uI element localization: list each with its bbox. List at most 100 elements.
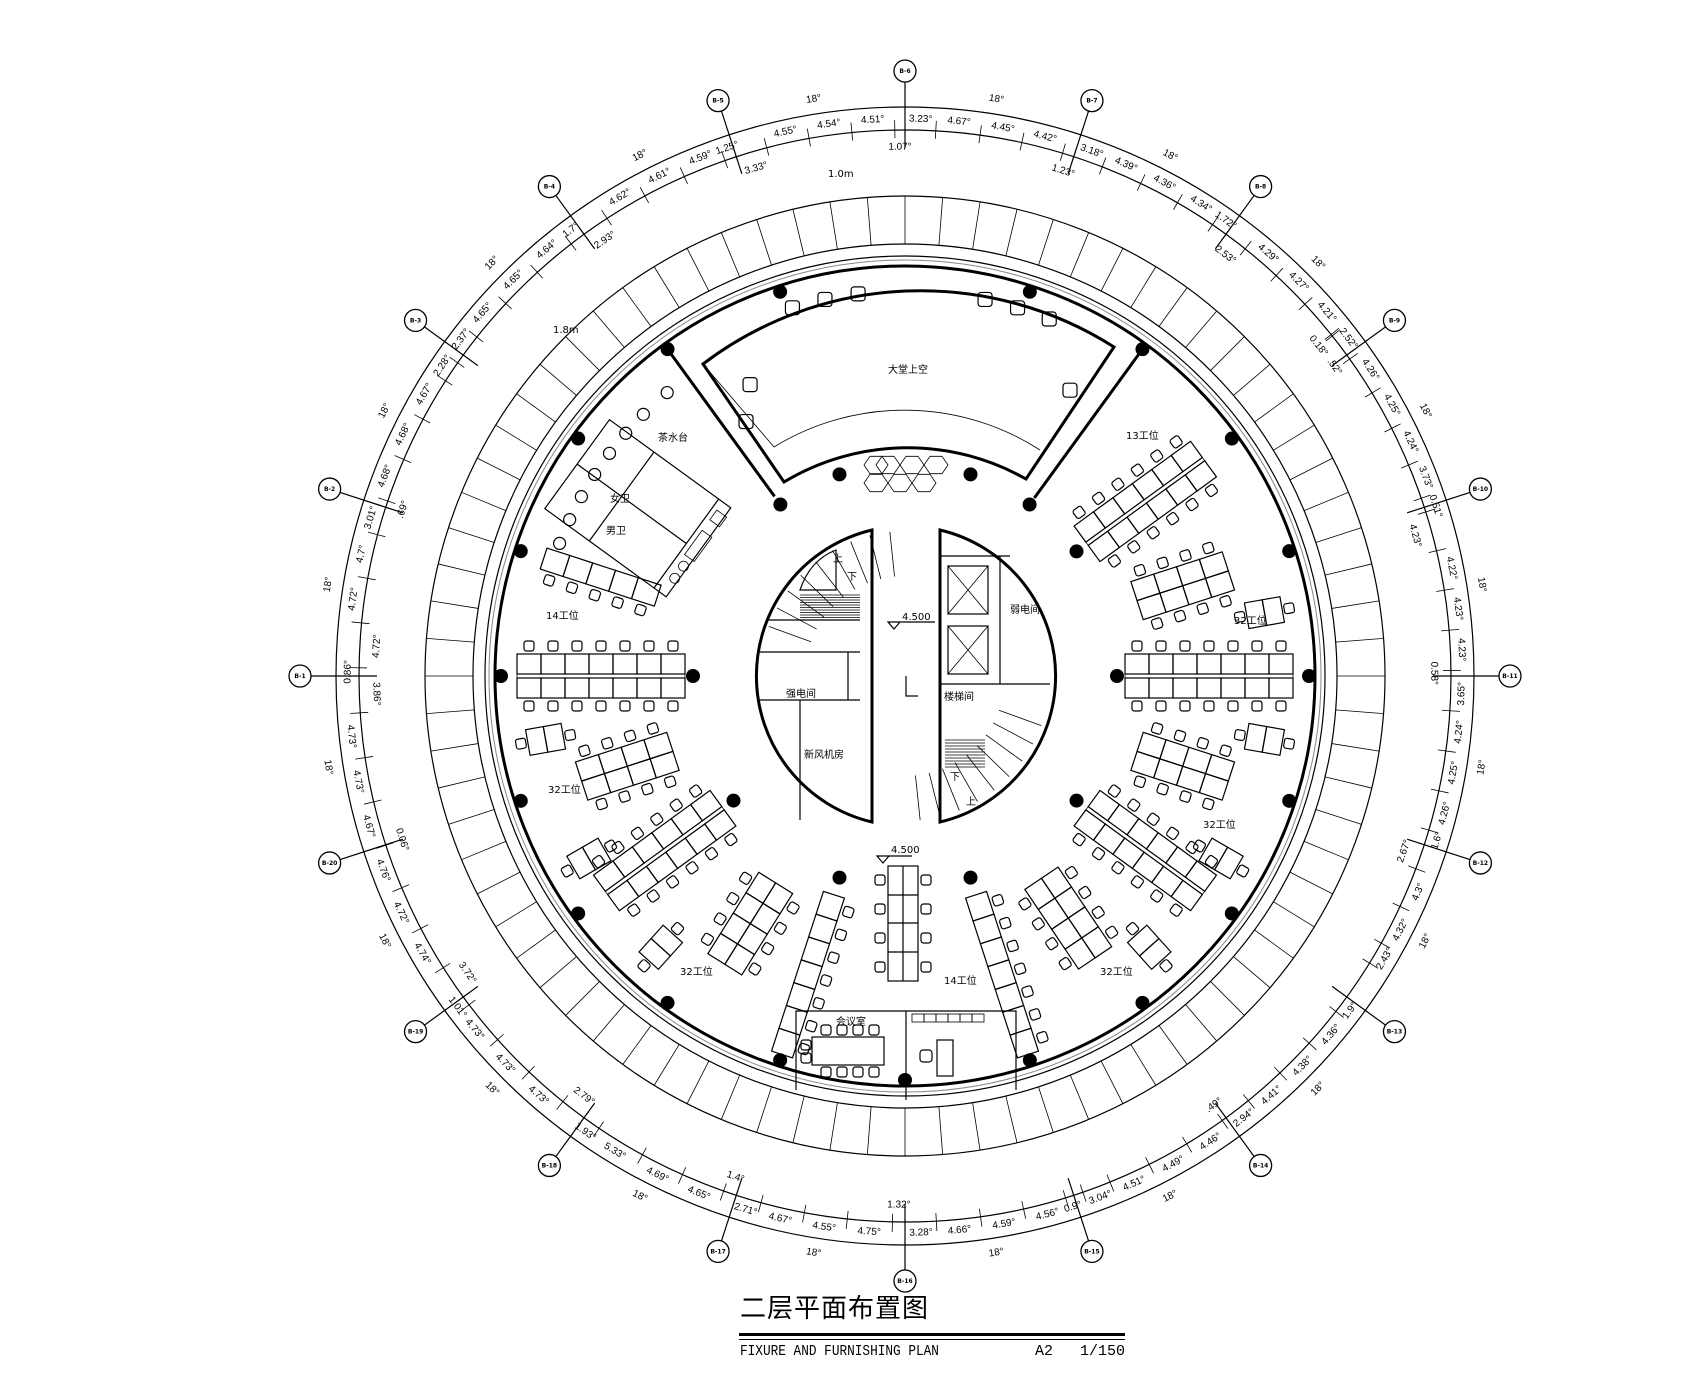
dimension-value: 2.67° [1395,838,1413,864]
dimension-value: 1.9° [1340,1000,1360,1021]
workstation-cluster [574,722,680,811]
label-stair-up-left: 上 [833,553,843,565]
chair [820,1024,832,1036]
dimension-tick [1437,749,1456,753]
facade-panel-joint [1158,1025,1188,1065]
column [1110,669,1124,683]
segment-angle-label: 18° [1417,932,1434,950]
axis-label: B-17 [710,1248,725,1255]
axis-label: B-16 [897,1278,912,1285]
chair [868,1066,880,1078]
hexagon-seat [887,473,913,493]
chair [1159,959,1173,973]
dimension-tick [1413,494,1431,502]
facade-panel-joint [426,637,475,643]
axis-line [1406,838,1471,861]
column [773,284,788,299]
desk [1073,511,1107,543]
dimension-tick [719,1183,727,1201]
facade-panel-joint [1100,248,1124,292]
facade-panel-joint [1100,1060,1124,1104]
meeting-chairs [800,1024,880,1078]
axis-line [1331,326,1386,367]
segment-angle-label: 18° [322,576,335,593]
facade-panel-joint [1185,1004,1218,1042]
dimension-value: 4.25° [1446,760,1461,785]
column [832,467,847,482]
desk [636,653,662,675]
desk [972,913,1003,945]
chair [1233,610,1246,623]
elevator-2-cross-icon [947,625,989,675]
chair [542,574,556,587]
facade-panel-joint [1303,491,1349,512]
dimension-value: 4.72° [371,634,383,658]
cabinet [911,1013,985,1023]
atrium-inner-edge [702,363,1041,451]
stair-tread [850,541,868,584]
facade-panel-joint [516,393,556,423]
dimension-tick [564,235,577,251]
chair [1251,640,1263,652]
dimension-tick [1325,329,1341,342]
label-fresh-air: 新风机房 [804,748,844,761]
chair [643,640,655,652]
desk [707,932,739,966]
dimension-value: 3.04° [1087,1188,1113,1207]
axis-bubble [1080,88,1104,113]
chair [1251,700,1263,712]
dimension-value: 4.51° [1121,1174,1147,1194]
desk [703,809,737,841]
label-stair-up-right: 上 [966,796,976,808]
dimension-tick [639,186,650,204]
axis-bubble [1382,1019,1407,1044]
axis-label: B-1 [294,673,305,680]
facade-panel-joint [1324,776,1372,789]
axis-line [424,326,479,367]
facade-panel-joint [1254,393,1294,423]
axis-bubble [1248,174,1273,199]
dimension-value: 4.73° [344,724,357,749]
facade-panel-joint [448,809,495,825]
desk [1196,677,1222,699]
desk [1198,772,1230,801]
dimension-tick [593,1121,604,1137]
facade-panel-joint [1130,266,1157,308]
north-mark [905,676,918,697]
dimension-value: 4.55° [812,1220,837,1234]
label-ws-lower-left: 32工位 [680,965,713,978]
lounge-chair [817,291,833,308]
label-ws-left: 14工位 [546,609,579,622]
desk [1106,803,1140,836]
dimension-value: 4.39° [1113,155,1139,174]
chair [630,826,644,840]
desk [1184,459,1218,492]
desk [1087,530,1121,563]
desk [1204,753,1236,782]
facade-panel-joint [477,871,521,895]
axis-bubble [706,1239,730,1264]
dimension-value: 4.56° [1035,1206,1061,1223]
elevation-marker-core [886,621,935,630]
label-ws-upper-right: 13工位 [1126,429,1159,442]
screen-divider [604,806,725,896]
chair [667,700,679,712]
chair [627,903,641,917]
facade-panel-joint [653,1044,680,1086]
chair [1058,957,1072,971]
chair [820,1066,832,1078]
desk [650,817,684,850]
chair [1227,640,1239,652]
dimension-value: 2.71° [733,1201,759,1218]
desk [631,831,665,864]
desk [1037,897,1070,931]
axis-label: B-20 [322,860,337,867]
round-stool [574,490,588,504]
screen-divider [1124,673,1294,679]
facade-panel-joint [430,743,479,752]
chair [1203,700,1215,712]
desk [638,937,672,971]
chair [646,889,660,903]
desk [540,653,566,675]
desk [1067,906,1100,939]
